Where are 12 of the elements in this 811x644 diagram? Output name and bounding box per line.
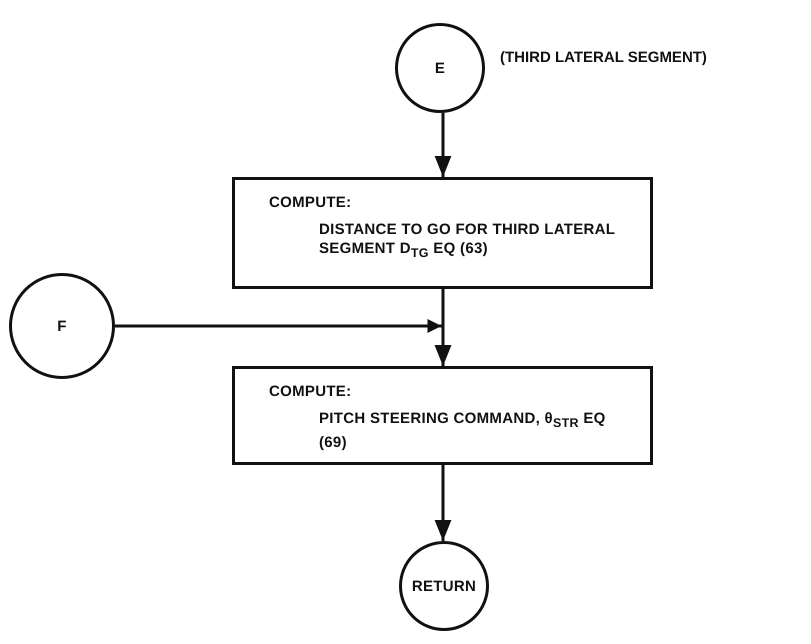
process-text: PITCH STEERING COMMAND, θ$_{STR}$ EQ (69) [319, 409, 607, 452]
process-text: DISTANCE TO GO FOR THIRD LATERAL SEGMENT D$_{TG}$ EQ (63) [319, 220, 616, 262]
note-text: (THIRD LATERAL SEGMENT) [500, 49, 707, 66]
process-heading: COMPUTE: [269, 383, 352, 400]
connector-label: E [434, 60, 446, 76]
arrow [434, 465, 452, 541]
arrow [434, 113, 452, 177]
process-heading: COMPUTE: [269, 194, 352, 211]
process-box [232, 177, 653, 289]
process-box [232, 366, 653, 465]
connector-label: RETURN [412, 578, 476, 594]
connector-label: F [57, 318, 67, 334]
